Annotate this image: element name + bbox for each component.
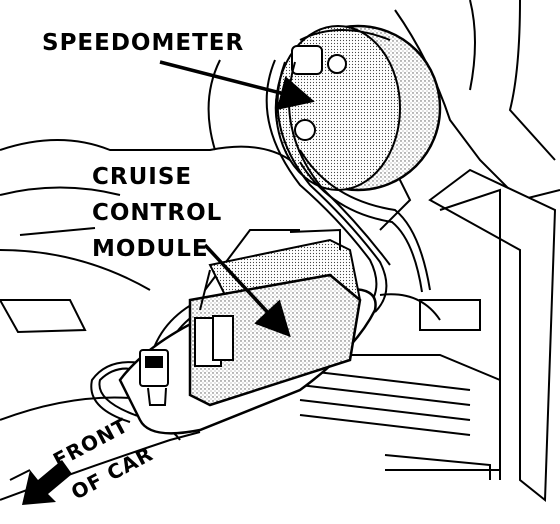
module-arrow [203, 243, 291, 338]
speedometer [274, 24, 442, 192]
cruise-control-module [188, 228, 362, 407]
cruise-control-label-line1: CRUISE [92, 164, 192, 190]
speedometer-arrow [159, 60, 315, 110]
front-of-car-arrow-icon [22, 460, 72, 505]
cruise-control-label-line2: CONTROL [92, 200, 222, 226]
cruise-control-label-line3: MODULE [92, 236, 209, 262]
dashboard-structure [0, 0, 560, 503]
speedometer-label: SPEEDOMETER [42, 30, 244, 56]
harness-connector [139, 349, 169, 406]
